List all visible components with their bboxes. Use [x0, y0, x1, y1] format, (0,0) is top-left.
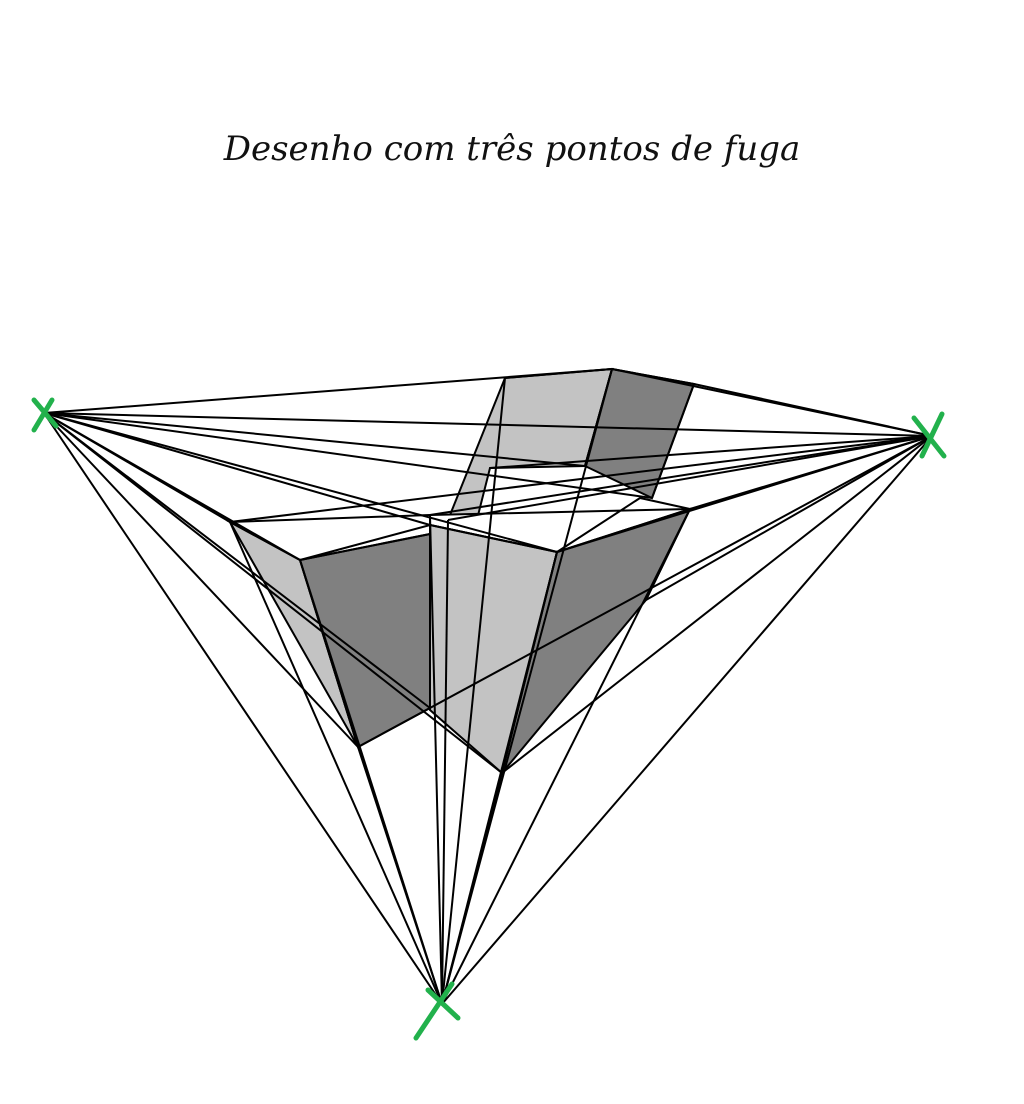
vanishing-point-left [31, 397, 59, 433]
top-plane [226, 496, 691, 562]
construction-lines [43, 368, 933, 1005]
vanishing-point-bottom [413, 981, 461, 1041]
vanishing-point-right [911, 411, 947, 459]
drawing-title: Desenho com três pontos de fuga [223, 129, 801, 169]
left-block [227, 519, 431, 749]
